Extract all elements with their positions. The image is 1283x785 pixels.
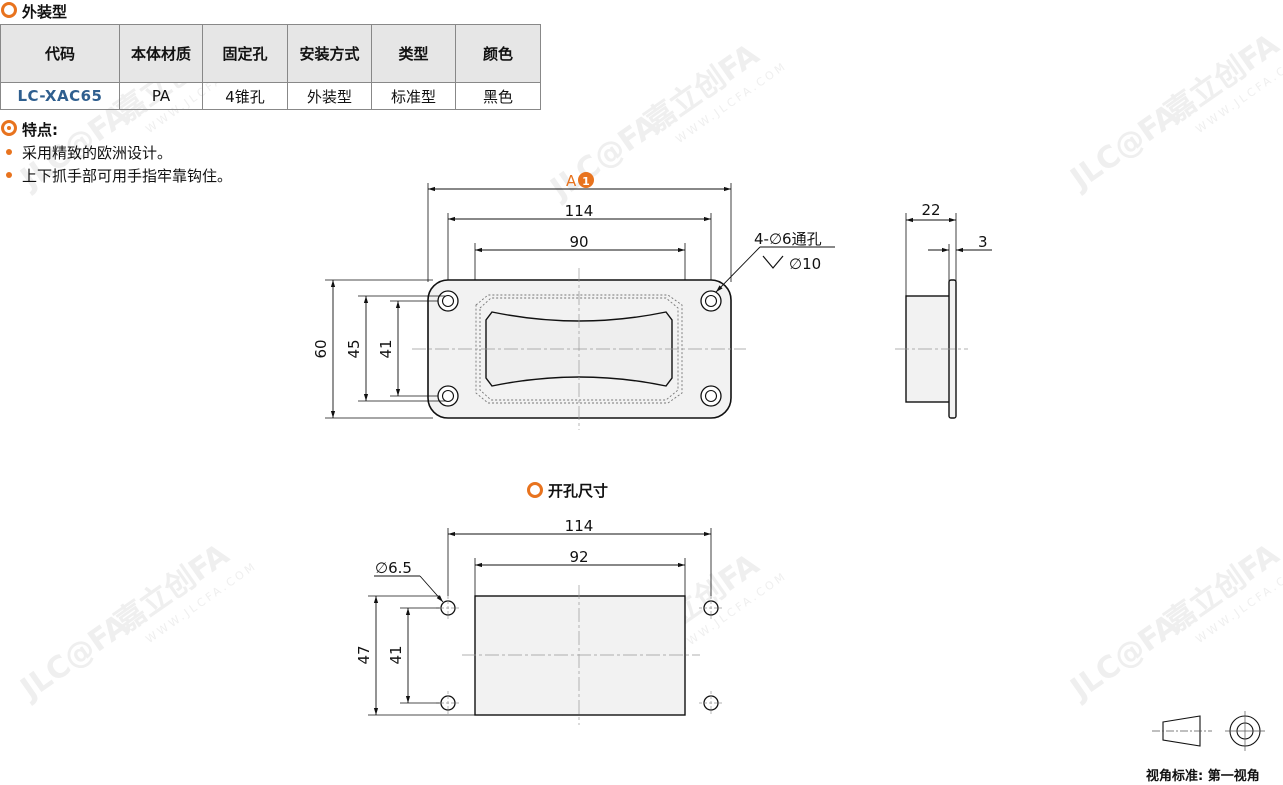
- table-header: 本体材质: [119, 24, 203, 83]
- cutout-rect: [474, 595, 686, 716]
- section-title: 外装型: [22, 3, 68, 21]
- table-cell: 标准型: [371, 82, 456, 110]
- table-header: 代码: [0, 24, 120, 83]
- cutout-view: 114 92 ∅6.5 47 41: [355, 517, 723, 725]
- projection-symbol-icon: [1152, 711, 1265, 751]
- features-title: 特点:: [22, 121, 58, 139]
- bullet-icon: [6, 149, 12, 155]
- section-ring-icon: [527, 482, 543, 498]
- cutout-title: 开孔尺寸: [548, 482, 609, 500]
- dim-3: 3: [978, 233, 988, 251]
- table-row: LC-XAC65 PA 4锥孔 外装型 标准型 黑色: [0, 82, 541, 110]
- cutout-dim-41: 41: [387, 645, 405, 664]
- spec-table: 代码 本体材质 固定孔 安装方式 类型 颜色 LC-XAC65 PA 4锥孔 外…: [0, 24, 541, 110]
- badge-number: 1: [582, 175, 590, 188]
- front-view: A 1 114 90 4-∅6通孔 ∅10 60: [312, 172, 835, 430]
- cutout-dim-114: 114: [565, 517, 594, 535]
- table-header: 类型: [371, 24, 456, 83]
- feature-item: 上下抓手部可用手指牢靠钩住。: [22, 167, 233, 185]
- table-cell-code: LC-XAC65: [0, 82, 120, 110]
- dim-114: 114: [565, 202, 594, 220]
- countersink-icon: [762, 255, 784, 269]
- cutout-dim-hole: ∅6.5: [375, 559, 412, 577]
- dim-label-a: A: [566, 172, 577, 190]
- dim-41: 41: [377, 339, 395, 358]
- table-header-row: 代码 本体材质 固定孔 安装方式 类型 颜色: [0, 24, 541, 83]
- bullet-icon: [6, 172, 12, 178]
- view-standard-label: 视角标准: 第一视角: [1146, 768, 1260, 784]
- target-ring-icon: [1, 120, 17, 136]
- hole-note: 4-∅6通孔: [754, 230, 822, 248]
- badge-icon: [578, 172, 594, 188]
- table-cell: PA: [119, 82, 203, 110]
- countersink-note: ∅10: [789, 255, 821, 273]
- table-header: 颜色: [455, 24, 541, 83]
- dim-45: 45: [345, 339, 363, 358]
- dim-90: 90: [569, 233, 588, 251]
- side-view: 22 3: [895, 201, 992, 419]
- dim-22: 22: [921, 201, 940, 219]
- section-ring-icon: [1, 2, 17, 18]
- cutout-dim-92: 92: [569, 548, 588, 566]
- table-header: 固定孔: [202, 24, 288, 83]
- feature-item: 采用精致的欧洲设计。: [22, 144, 173, 162]
- dim-60: 60: [312, 339, 330, 358]
- table-cell: 黑色: [455, 82, 541, 110]
- cutout-dim-47: 47: [355, 645, 373, 664]
- table-cell: 外装型: [287, 82, 372, 110]
